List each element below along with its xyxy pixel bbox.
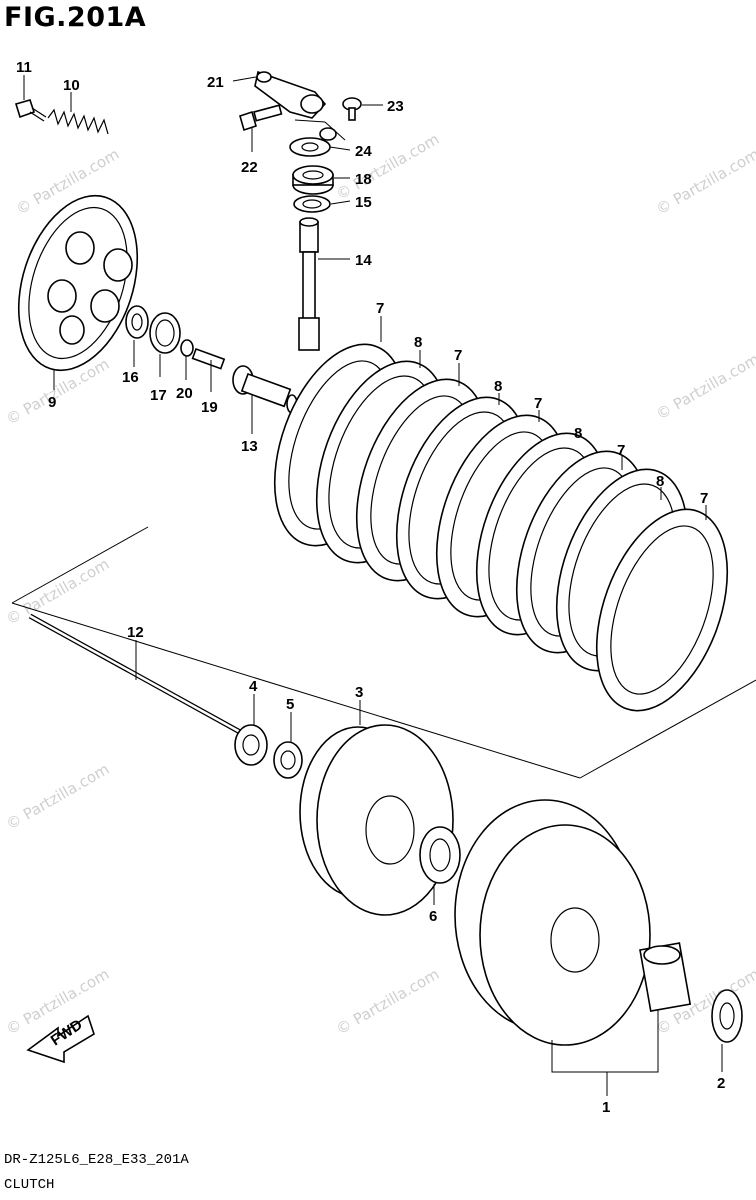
callout-15: 15 xyxy=(355,194,372,211)
callout-8a: 8 xyxy=(414,334,422,351)
callout-6: 6 xyxy=(429,908,437,925)
callout-23: 23 xyxy=(387,98,404,115)
callout-1: 1 xyxy=(602,1099,610,1116)
callout-24: 24 xyxy=(355,143,372,160)
callout-8d: 8 xyxy=(656,473,664,490)
watermark: © Partzilla.com xyxy=(653,145,756,218)
watermark: © Partzilla.com xyxy=(3,760,112,833)
part-11-bolt[interactable] xyxy=(14,99,47,122)
watermark: © Partzilla.com xyxy=(333,965,442,1038)
callout-21: 21 xyxy=(207,74,224,91)
watermark: © Partzilla.com xyxy=(653,350,756,423)
part-22-bolt[interactable] xyxy=(239,104,283,132)
part-5-thrust-washer[interactable] xyxy=(273,741,303,779)
callout-7b: 7 xyxy=(454,347,462,364)
part-19-adjust-screw[interactable] xyxy=(191,347,226,370)
part-1-clutch-housing[interactable] xyxy=(454,799,692,1046)
callout-11: 11 xyxy=(16,59,32,76)
callout-16: 16 xyxy=(122,369,139,386)
callout-12: 12 xyxy=(127,624,144,641)
part-2-washer[interactable] xyxy=(711,989,743,1043)
callout-10: 10 xyxy=(63,77,80,94)
callout-18: 18 xyxy=(355,171,372,188)
callout-20: 20 xyxy=(176,385,193,402)
part-6-washer[interactable] xyxy=(419,826,461,884)
model-code-label: DR-Z125L6_E28_E33_201A xyxy=(4,1152,189,1168)
part-3-sleeve-hub[interactable] xyxy=(299,724,454,916)
clutch-plate-stack xyxy=(273,343,753,728)
callout-8b: 8 xyxy=(494,378,502,395)
part-15-washer[interactable] xyxy=(293,195,331,213)
part-7-drive-plate[interactable] xyxy=(572,491,753,728)
callout-5: 5 xyxy=(286,696,294,713)
part-24-lock-plate[interactable] xyxy=(289,127,337,157)
callout-22: 22 xyxy=(241,159,258,176)
part-9-pressure-plate[interactable] xyxy=(0,180,158,385)
part-10-spring[interactable] xyxy=(47,108,109,135)
callout-4: 4 xyxy=(249,678,258,695)
part-14-release-shaft[interactable] xyxy=(298,217,320,351)
part-20-washer[interactable] xyxy=(180,339,194,357)
callout-8c: 8 xyxy=(574,425,582,442)
callout-19: 19 xyxy=(201,399,218,416)
callout-14: 14 xyxy=(355,252,372,269)
callout-7e: 7 xyxy=(700,490,708,507)
figure-title: FIG.201A xyxy=(4,2,147,33)
part-16-washer[interactable] xyxy=(125,305,149,339)
callout-2: 2 xyxy=(717,1075,725,1092)
callout-7c: 7 xyxy=(534,395,542,412)
part-4-bearing[interactable] xyxy=(234,724,268,766)
callout-7d: 7 xyxy=(617,442,625,459)
watermark: © Partzilla.com xyxy=(333,130,442,203)
callout-17: 17 xyxy=(150,387,167,404)
callout-13: 13 xyxy=(241,438,258,455)
part-18-oil-seal[interactable] xyxy=(292,165,334,195)
part-12-push-rod[interactable] xyxy=(28,613,242,735)
part-13-push-piece[interactable] xyxy=(232,365,298,414)
callout-7a: 7 xyxy=(376,300,384,317)
assembly-group-outline xyxy=(11,526,149,604)
callout-9: 9 xyxy=(48,394,56,411)
part-17-bearing[interactable] xyxy=(149,312,181,354)
callout-3: 3 xyxy=(355,684,363,701)
section-label: CLUTCH xyxy=(4,1177,55,1193)
part-21-release-arm[interactable] xyxy=(254,70,327,119)
part-23-screw[interactable] xyxy=(342,97,362,121)
